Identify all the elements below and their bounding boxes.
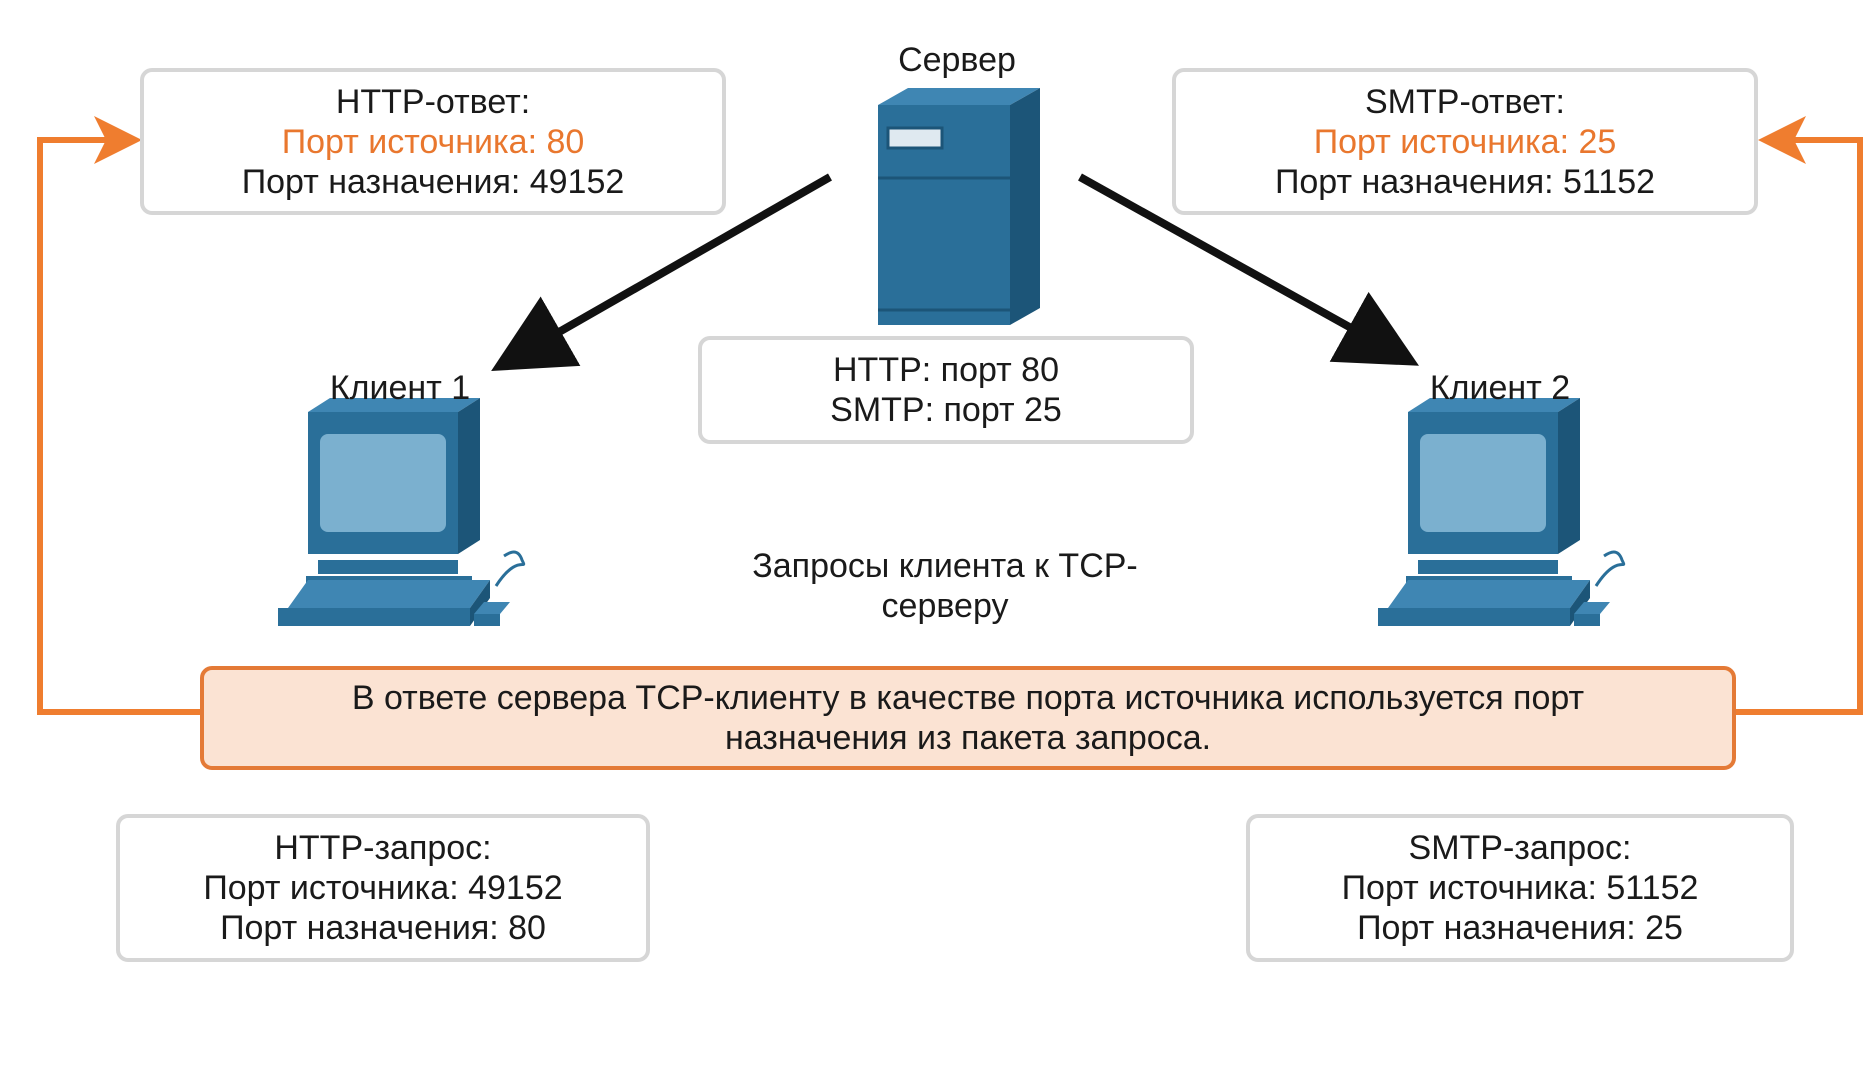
caption-line-2: серверу (881, 587, 1009, 625)
note-line-2: назначения из пакета запроса. (724, 719, 1212, 757)
http-request-dest-port: Порт назначения: 80 (220, 909, 546, 947)
smtp-request-dest-port: Порт назначения: 25 (1357, 909, 1683, 947)
http-response-dest-port: Порт назначения: 49152 (241, 162, 625, 201)
left-loop-arrow (37, 116, 200, 715)
client2-label: Клиент 2 (1429, 369, 1571, 407)
arrow-to-client1 (491, 173, 832, 371)
smtp-response-box: SMTP-ответ: Порт источника: 25 Порт назн… (1172, 68, 1758, 215)
smtp-response-source-port: Порт источника: 25 (1313, 122, 1617, 161)
http-request-title: HTTP-запрос: (274, 829, 492, 867)
smtp-request-source-port: Порт источника: 51152 (1341, 869, 1699, 907)
server-icon (878, 88, 1040, 325)
note-box: В ответе сервера TCP-клиенту в качестве … (200, 666, 1736, 770)
http-response-title: HTTP-ответ: (335, 82, 531, 121)
arrow-to-client2 (1078, 173, 1419, 366)
http-response-source-port: Порт источника: 80 (281, 122, 585, 161)
smtp-response-title: SMTP-ответ: (1365, 82, 1565, 121)
smtp-request-title: SMTP-запрос: (1408, 829, 1632, 867)
http-request-source-port: Порт источника: 49152 (203, 869, 563, 907)
note-line-1: В ответе сервера TCP-клиенту в качестве … (351, 679, 1585, 717)
server-label: Сервер (898, 41, 1016, 79)
caption: Запросы клиента к TCP- серверу (700, 546, 1190, 626)
server-port-smtp: SMTP: порт 25 (830, 391, 1062, 429)
http-request-box: HTTP-запрос: Порт источника: 49152 Порт … (116, 814, 650, 962)
smtp-request-box: SMTP-запрос: Порт источника: 51152 Порт … (1246, 814, 1794, 962)
server-port-http: HTTP: порт 80 (833, 351, 1059, 389)
computer-icon (1378, 398, 1626, 626)
client1-label: Клиент 1 (329, 369, 471, 407)
computer-icon (278, 398, 526, 626)
caption-line-1: Запросы клиента к TCP- (752, 547, 1138, 585)
smtp-response-dest-port: Порт назначения: 51152 (1274, 162, 1656, 201)
http-response-box: HTTP-ответ: Порт источника: 80 Порт назн… (140, 68, 726, 215)
server-ports-box: HTTP: порт 80 SMTP: порт 25 (698, 336, 1194, 444)
right-loop-arrow (1736, 116, 1863, 715)
